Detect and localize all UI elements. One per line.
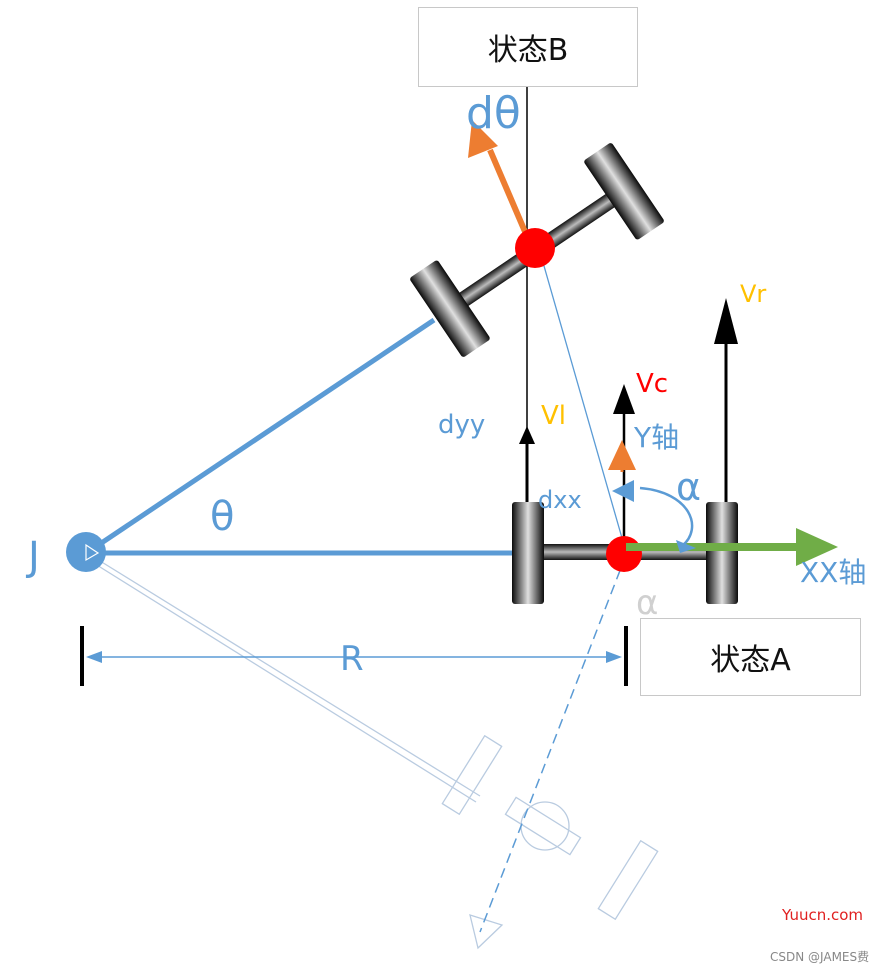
dyy-label: dyy: [438, 410, 485, 440]
pivot-marker: [85, 543, 100, 562]
center-point-a: [606, 536, 642, 572]
dtheta-arrowhead: [468, 120, 498, 158]
state-b-label: 状态B: [487, 33, 569, 68]
vc-arrowhead: [613, 384, 635, 414]
x-axis-label: XX轴: [800, 556, 866, 589]
right-wheel-a: [706, 502, 738, 604]
pivot-label: J: [25, 534, 40, 580]
vr-arrowhead: [714, 298, 738, 344]
r-arrowhead-right: [606, 651, 622, 663]
vc-label: Vc: [636, 369, 668, 399]
r-label: R: [340, 639, 364, 679]
displacement-line: [539, 251, 627, 553]
ghost-robot: [91, 555, 659, 950]
left-wheel-b: [410, 260, 490, 357]
state-b-box: 状态B: [418, 7, 638, 87]
radius-b-line: [86, 317, 436, 555]
alpha-ghost-label: α: [636, 583, 658, 623]
ghost-centerline: [479, 554, 627, 933]
left-wheel-a: [512, 502, 544, 604]
vl-arrowhead: [519, 426, 535, 444]
right-wheel-b: [584, 143, 664, 240]
state-a-label: 状态A: [710, 643, 791, 678]
vr-label: Vr: [740, 280, 766, 308]
r-arrowhead-left: [86, 651, 102, 663]
dxx-label: dxx: [538, 486, 582, 514]
dtheta-label: dθ: [466, 88, 521, 139]
center-point-b: [515, 228, 555, 268]
state-a-box: 状态A: [640, 618, 861, 696]
alpha-arc-head-right: [676, 540, 696, 553]
y-axis-label: Y轴: [633, 421, 679, 454]
site-watermark: Yuucn.com: [782, 906, 864, 924]
vl-label: Vl: [541, 401, 566, 431]
alpha-arc: [639, 486, 694, 547]
theta-label: θ: [210, 494, 234, 540]
alpha-label: α: [676, 465, 701, 509]
author-watermark: CSDN @JAMES费: [770, 950, 870, 964]
small-orange-arrowhead: [608, 440, 636, 470]
x-axis-arrowhead: [796, 528, 838, 566]
alpha-arc-head-left: [612, 480, 634, 502]
